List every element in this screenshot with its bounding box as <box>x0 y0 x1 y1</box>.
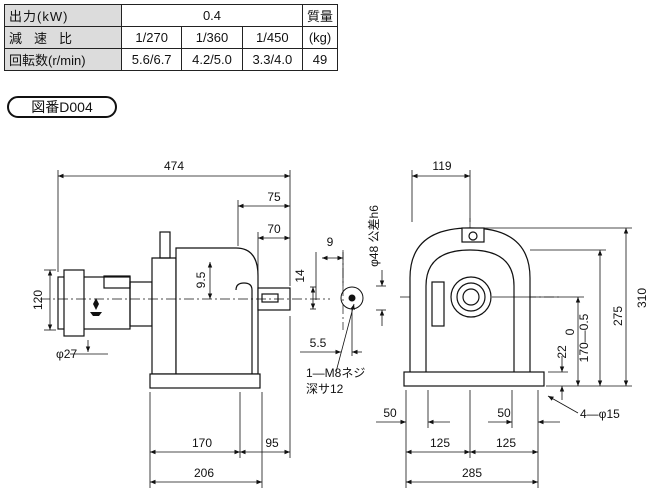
dim-95: 95 <box>265 436 279 450</box>
dim-50-right: 50 <box>497 406 511 420</box>
dim-275: 275 <box>611 306 625 326</box>
reducer-housing <box>151 257 177 375</box>
holes-spec: 4―φ15 <box>580 407 620 421</box>
spec-table: 出力(kW) 0.4 質量 減速比 1/270 1/360 1/450 (kg)… <box>4 4 339 71</box>
dim-170: 170 <box>192 436 212 450</box>
lifting-lug <box>461 227 485 243</box>
drawing-number-badge: 図番D004 <box>7 96 117 118</box>
gear-case <box>175 247 259 375</box>
tap-spec-line2: 深サ12 <box>306 382 344 396</box>
dim-14: 14 <box>293 269 307 283</box>
flange-outer <box>450 276 492 318</box>
dim-125-right: 125 <box>496 436 516 450</box>
adapter <box>129 281 153 327</box>
speed-value-3: 3.3/4.0 <box>241 48 304 71</box>
dim-shaft-dia: φ48 公差h6 <box>367 205 381 267</box>
dim-22: 22 <box>555 345 569 359</box>
ratio-value-2: 1/360 <box>181 26 243 49</box>
output-label: 出力(kW) <box>4 4 122 27</box>
dim-75: 75 <box>267 190 281 204</box>
motor-fan-cover <box>63 269 85 337</box>
dim-5-5: 5.5 <box>310 336 327 350</box>
dim-9-5: 9.5 <box>194 271 208 288</box>
dim-70: 70 <box>267 222 281 236</box>
tap-spec-line1: 1―M8ネジ <box>306 366 365 380</box>
manufacturer-logo-icon <box>90 298 102 316</box>
base-plate <box>149 373 261 389</box>
dim-474: 474 <box>164 159 184 173</box>
dim-119: 119 <box>432 159 451 173</box>
mass-value: 49 <box>301 48 339 71</box>
dim-tol-170: 170―0.5 <box>577 313 591 362</box>
eyebolt <box>159 231 171 259</box>
shaft-detail <box>300 252 386 373</box>
dim-9: 9 <box>327 235 334 249</box>
front-view <box>403 227 545 387</box>
dim-tol-top: 0 <box>563 328 577 335</box>
dim-285: 285 <box>462 466 482 480</box>
front-base <box>403 371 545 387</box>
side-view <box>57 231 291 389</box>
dim-125-left: 125 <box>430 436 450 450</box>
frame-inner <box>425 249 515 372</box>
dim-120: 120 <box>31 290 45 310</box>
dim-206: 206 <box>194 466 214 480</box>
dim-50-left: 50 <box>383 406 397 420</box>
dim-phi27: φ27 <box>56 347 77 361</box>
mass-label: 質量 <box>301 4 339 27</box>
dim-310: 310 <box>635 288 649 308</box>
mass-unit: (kg) <box>301 26 339 49</box>
speed-label: 回転数(r/min) <box>4 48 122 71</box>
